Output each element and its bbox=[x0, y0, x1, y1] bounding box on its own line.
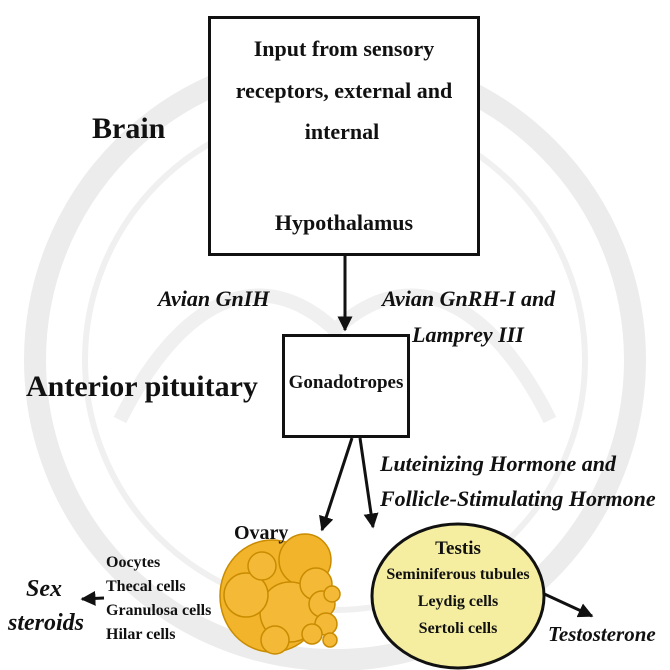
brain-label: Brain bbox=[92, 112, 165, 146]
gnrh-label-line2: Lamprey III bbox=[412, 322, 524, 348]
arrow-ovary-to-sex-steroids bbox=[82, 598, 104, 599]
ovary-illustration bbox=[220, 534, 340, 654]
ovary-cell-list: Oocytes Thecal cells Granulosa cells Hil… bbox=[106, 551, 211, 647]
arrow-pituitary-to-ovary bbox=[322, 438, 352, 530]
ovary-cell-hilar: Hilar cells bbox=[106, 623, 211, 647]
testis-cell-sertoli: Sertoli cells bbox=[372, 620, 544, 638]
hypothalamus-label: Hypothalamus bbox=[208, 210, 480, 236]
anterior-pituitary-label: Anterior pituitary bbox=[26, 370, 258, 404]
input-line-3: internal bbox=[206, 119, 478, 145]
ovary-cell-oocytes: Oocytes bbox=[106, 551, 211, 575]
lh-label-line1: Luteinizing Hormone and bbox=[380, 451, 616, 477]
testis-title: Testis bbox=[372, 538, 544, 560]
gonadotropes-label: Gonadotropes bbox=[282, 372, 410, 394]
testosterone-label: Testosterone bbox=[548, 622, 656, 647]
lh-label-line2: Follicle-Stimulating Hormone bbox=[380, 486, 656, 512]
input-line-1: Input from sensory bbox=[208, 36, 480, 62]
arrow-testis-to-testosterone bbox=[540, 592, 592, 616]
ovary-cell-thecal: Thecal cells bbox=[106, 575, 211, 599]
gnih-label: Avian GnIH bbox=[158, 286, 269, 312]
testis-cell-leydig: Leydig cells bbox=[372, 593, 544, 611]
ovary-label: Ovary bbox=[234, 522, 288, 545]
arrow-pituitary-to-testis bbox=[360, 438, 373, 527]
sex-steroids-line2: steroids bbox=[8, 610, 84, 637]
gnrh-label-line1: Avian GnRH-I and bbox=[382, 286, 555, 312]
input-line-2: receptors, external and bbox=[208, 78, 480, 104]
ovary-cell-granulosa: Granulosa cells bbox=[106, 599, 211, 623]
testis-cell-seminiferous: Seminiferous tubules bbox=[372, 566, 544, 584]
sex-steroids-line1: Sex bbox=[26, 576, 62, 603]
